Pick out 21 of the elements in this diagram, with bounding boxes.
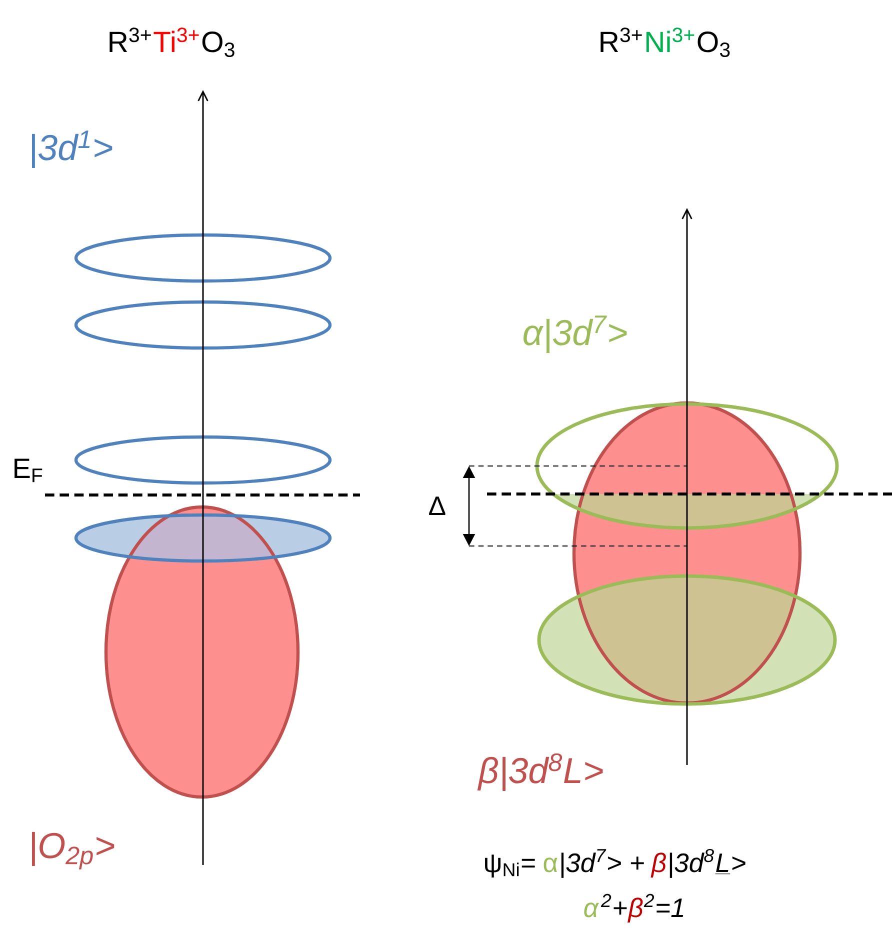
label: $^{2}$=1 bbox=[644, 894, 684, 918]
label: $^{2}$+ bbox=[600, 894, 627, 915]
title-text: R$^{3+}$Ni$^{3+}$O$_{3}$ bbox=[600, 28, 730, 58]
label: α bbox=[544, 858, 558, 872]
delta-label: Δ bbox=[429, 496, 446, 515]
label: ψ$_{Ni}$= bbox=[485, 854, 535, 878]
label: L bbox=[716, 854, 728, 872]
label: α bbox=[584, 902, 600, 918]
state-label: α|3d$^{7}$> bbox=[524, 316, 627, 353]
label: β bbox=[628, 898, 643, 923]
equation-text: ψ$_{Ni}$= α|3d$^{7}$> + β|3d$^{8}$L> bbox=[485, 848, 746, 878]
state-label: |3d$^{1}$> bbox=[32, 130, 112, 168]
fermi-level-label: E$_{F}$ bbox=[14, 458, 42, 482]
state-label: |O$_{2p}$> bbox=[32, 832, 114, 870]
label: β bbox=[650, 852, 666, 878]
label: |3d$^{8}$ bbox=[670, 848, 714, 878]
title-text: R$^{3+}$Ti$^{3+}$O$_{3}$ bbox=[110, 28, 234, 58]
label: |3d$^{7}$> + bbox=[561, 849, 644, 878]
state-label: β|3d$^{8}$L> bbox=[477, 753, 603, 791]
equation-text: α $^{2}$+β$^{2}$=1 bbox=[584, 894, 684, 923]
label: > bbox=[732, 856, 746, 870]
